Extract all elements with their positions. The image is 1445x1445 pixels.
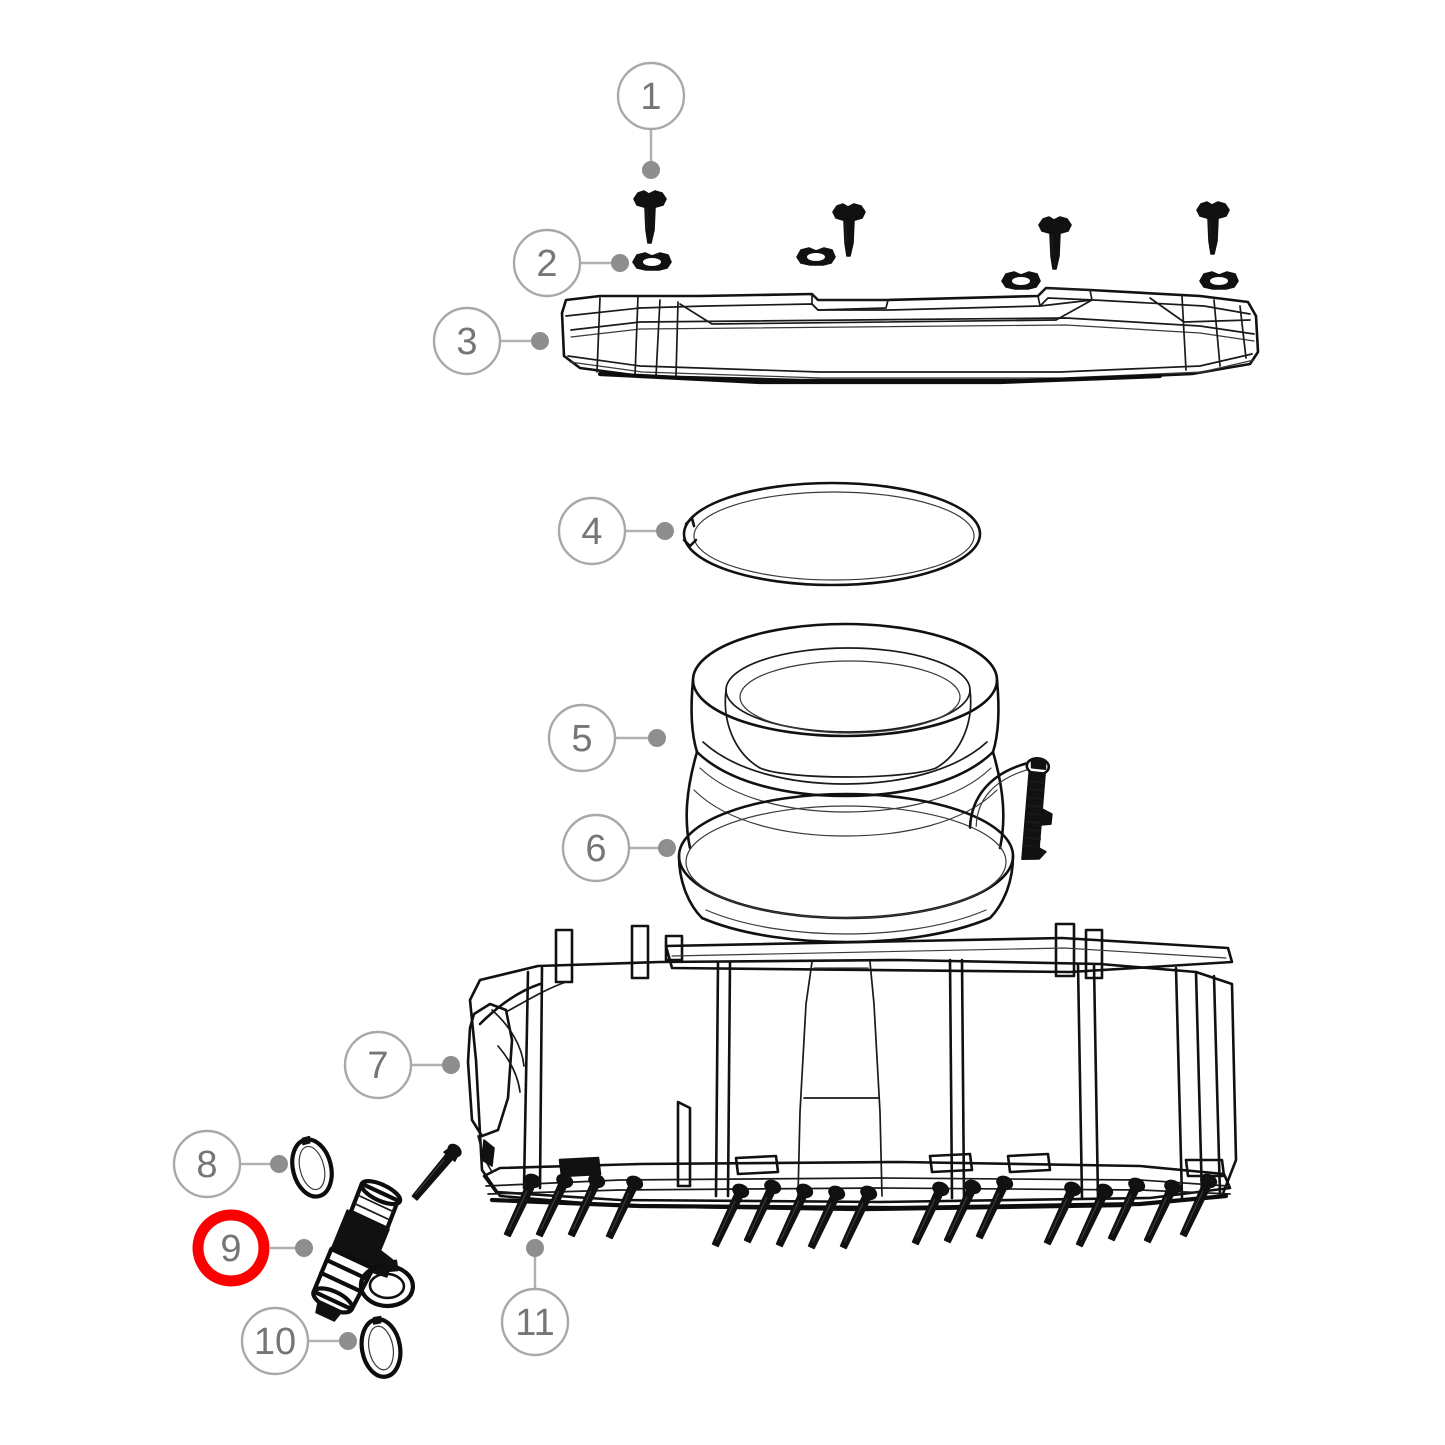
- callout-3[interactable]: 3: [432, 306, 549, 376]
- intake-duct-boot: [677, 622, 1015, 944]
- callout-label-8: 8: [196, 1144, 217, 1186]
- callout-circle-7[interactable]: [343, 1030, 413, 1100]
- callout-label-4: 4: [581, 511, 602, 553]
- leader-dot-3: [531, 332, 549, 350]
- grommet-washer: [796, 247, 836, 266]
- push-pin-rivet-group: [633, 190, 1230, 270]
- intake-manifold-body: [466, 922, 1238, 1212]
- fuel-injector: [311, 1179, 416, 1322]
- grommet-washer: [1001, 271, 1041, 290]
- intake-seal-gasket-ring: [682, 481, 982, 587]
- manifold-mounting-bolt: [1107, 1177, 1146, 1242]
- manifold-mounting-bolt: [743, 1179, 782, 1244]
- callout-label-10: 10: [254, 1321, 296, 1363]
- hose-clamp-worm-screw: [968, 757, 1053, 861]
- callout-11[interactable]: 11: [500, 1239, 570, 1357]
- grommet-washer: [632, 252, 672, 271]
- manifold-mounting-bolt: [711, 1183, 750, 1248]
- leader-dot-6: [658, 839, 676, 857]
- manifold-mounting-bolt: [775, 1183, 814, 1248]
- leader-dot-2: [611, 254, 629, 272]
- callout-label-7: 7: [367, 1045, 388, 1087]
- push-pin-rivet: [832, 203, 866, 257]
- callout-4[interactable]: 4: [557, 496, 674, 566]
- callout-7[interactable]: 7: [343, 1030, 460, 1100]
- manifold-mounting-bolt: [605, 1175, 644, 1240]
- callout-circle-1[interactable]: [616, 61, 686, 131]
- grommet-washer-group: [632, 247, 1239, 290]
- callout-2[interactable]: 2: [512, 228, 629, 298]
- manifold-mounting-bolt: [1075, 1183, 1114, 1248]
- leader-dot-10: [339, 1332, 357, 1350]
- leader-dot-8: [270, 1155, 288, 1173]
- injector-upper-o-ring: [290, 1135, 334, 1199]
- callout-9[interactable]: 9: [192, 1209, 313, 1287]
- manifold-mounting-bolt: [1179, 1173, 1218, 1238]
- callout-10[interactable]: 10: [240, 1306, 357, 1376]
- callout-circle-11[interactable]: [500, 1287, 570, 1357]
- callout-label-6: 6: [585, 828, 606, 870]
- callout-5[interactable]: 5: [547, 703, 666, 773]
- callout-label-5: 5: [571, 718, 592, 760]
- push-pin-rivet: [1196, 201, 1230, 255]
- push-pin-rivet: [633, 190, 667, 244]
- callout-circle-6[interactable]: [561, 813, 631, 883]
- callout-label-1: 1: [640, 76, 661, 118]
- callout-layer: 1 2 3 4 5 6 7 89 10 11: [172, 61, 686, 1376]
- manifold-mounting-bolt: [975, 1175, 1014, 1240]
- upper-cover-panel: [560, 286, 1260, 385]
- leader-dot-1: [642, 161, 660, 179]
- callout-label-3: 3: [456, 321, 477, 363]
- callout-circle-3[interactable]: [432, 306, 502, 376]
- manifold-mounting-bolt: [911, 1181, 950, 1246]
- manifold-mounting-bolt: [503, 1173, 542, 1238]
- leader-dot-5: [648, 729, 666, 747]
- leader-dot-4: [656, 522, 674, 540]
- loose-mounting-bolt: [411, 1143, 462, 1201]
- callout-label-9: 9: [220, 1228, 241, 1270]
- callout-circle-2[interactable]: [512, 228, 582, 298]
- callout-circle-4[interactable]: [557, 496, 627, 566]
- manifold-mounting-bolt: [839, 1185, 878, 1250]
- callout-label-11: 11: [515, 1302, 554, 1344]
- injector-lower-o-ring: [359, 1315, 403, 1379]
- manifold-mounting-bolt: [535, 1173, 574, 1238]
- callout-circle-10[interactable]: [240, 1306, 310, 1376]
- callout-label-2: 2: [536, 243, 557, 285]
- callout-circle-9-highlighted[interactable]: [192, 1209, 270, 1287]
- push-pin-rivet: [1038, 216, 1072, 270]
- callout-8[interactable]: 8: [172, 1129, 288, 1199]
- leader-dot-9: [295, 1239, 313, 1257]
- manifold-mounting-bolt: [943, 1179, 982, 1244]
- manifold-mounting-bolt: [807, 1185, 846, 1250]
- grommet-washer: [1199, 271, 1239, 290]
- callout-circle-5[interactable]: [547, 703, 617, 773]
- manifold-mounting-bolt: [1143, 1179, 1182, 1244]
- callout-6[interactable]: 6: [561, 813, 676, 883]
- manifold-mounting-bolt-group: [503, 1173, 1218, 1250]
- callout-1[interactable]: 1: [616, 61, 686, 179]
- manifold-mounting-bolt: [1043, 1181, 1082, 1246]
- leader-dot-7: [442, 1056, 460, 1074]
- leader-dot-11: [526, 1239, 544, 1257]
- manifold-mounting-bolt: [567, 1173, 606, 1238]
- callout-circle-8[interactable]: [172, 1129, 242, 1199]
